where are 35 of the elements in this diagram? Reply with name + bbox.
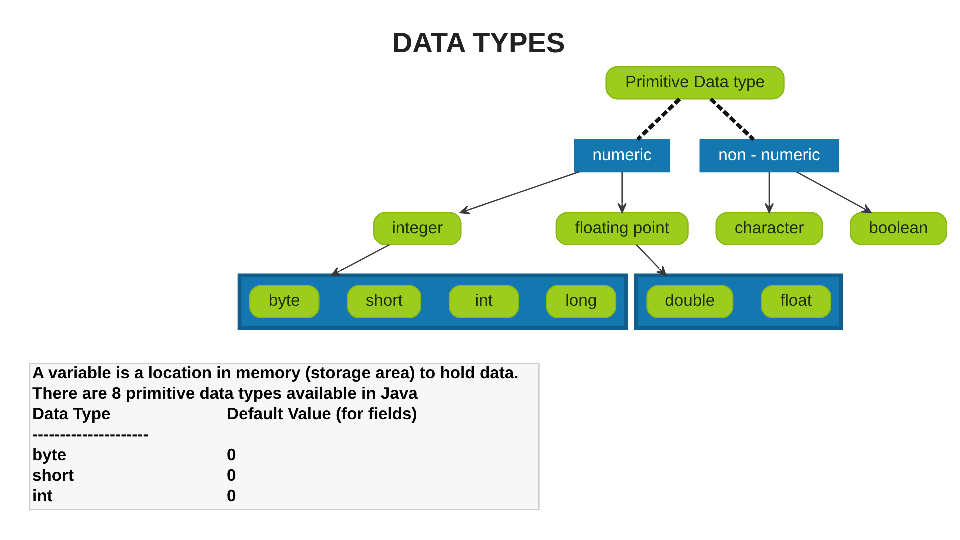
node-box: int [448,284,520,318]
label: A variable is a location in memory (storage area) to hold data. [32,362,519,382]
node-box: numeric [574,138,670,172]
connector [636,97,682,141]
arrow [796,171,872,213]
cluster [238,273,628,330]
node-box: short [347,284,422,318]
node-box: floating point [556,212,689,246]
label: There are 8 primitive data types available in Java [32,383,418,402]
cluster [634,273,844,330]
label: 0 [226,465,236,484]
node-box: Primitive Data type [606,66,785,100]
node-box: double [646,284,734,318]
label: 0 [226,486,236,505]
label: Data Type [32,404,111,423]
label: Default Value (for fields) [226,404,418,423]
arrow [764,172,774,213]
label: int [32,486,53,505]
node-box: integer [373,212,462,246]
node-box: boolean [850,212,948,246]
node-box: non - numeric [700,138,840,172]
arrow [636,244,667,276]
arrow [331,244,390,276]
node-box: byte [249,284,320,318]
connector [710,97,756,141]
label: --------------------- [32,424,149,444]
node-box: character [716,212,824,246]
label: short [32,465,74,484]
label: 0 [226,444,236,464]
arrow [618,172,628,213]
node-box: long [546,284,617,318]
diagram-title: DATA TYPES [392,26,566,58]
label: byte [32,444,67,464]
arrow [460,170,580,214]
node-box: float [761,284,832,318]
